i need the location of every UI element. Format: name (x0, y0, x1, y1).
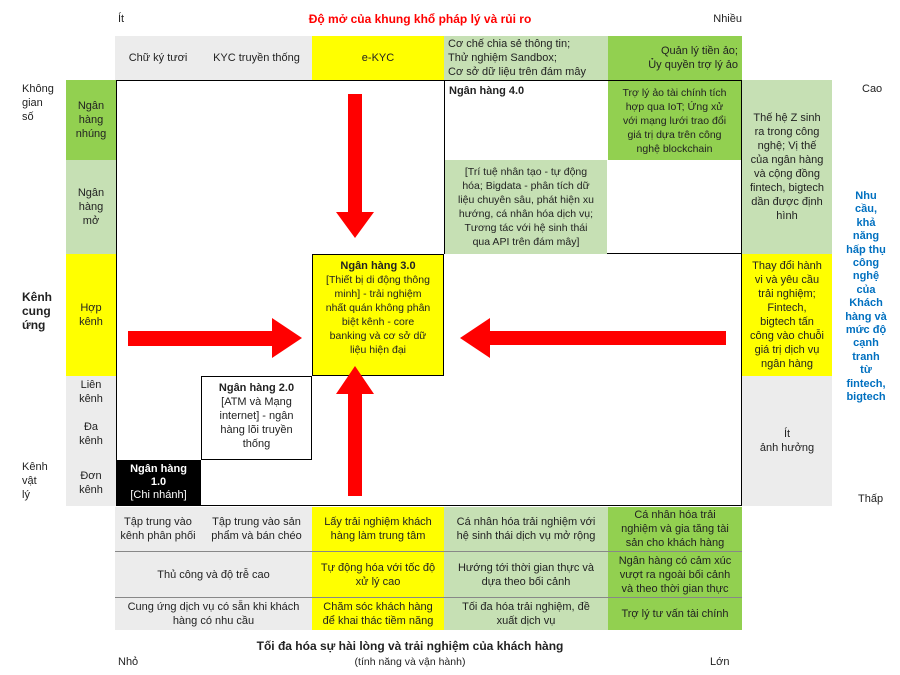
right-label-low: Thấp (858, 493, 884, 505)
bottom-right-label: Lớn (710, 656, 730, 668)
bottom-r1-cross-selling: Tập trung vào sản phẩm và bán chéo (201, 507, 312, 551)
top-right-label: Nhiều (713, 13, 742, 25)
bank-2-box: Ngân hàng 2.0 [ATM và Mạng internet] - n… (201, 376, 312, 460)
right-cell-behavior-change: Thay đổi hành vi và yêu cầu trải nghiệm;… (742, 254, 832, 376)
bottom-r3-customer-care: Chăm sóc khách hàng để khai thác tiềm nă… (312, 598, 444, 630)
top-left-label: Ít (118, 13, 125, 25)
main-grid-frame (116, 80, 742, 506)
top-cell-virtual-assets: Quản lý tiền ảo; Ủy quyền trợ lý ảo (608, 36, 742, 80)
arrow-down (336, 94, 374, 238)
left-axis-title: Kênh cung ứng (22, 290, 52, 332)
top-axis-title: Độ mở của khung khổ pháp lý và rủi ro (308, 12, 532, 26)
bottom-r1-customer-centric: Lấy trải nghiệm khách hàng làm trung tâm (312, 507, 444, 551)
left-label-physical: Kênh vật lý (22, 461, 48, 501)
bottom-row-divider-2 (115, 597, 742, 598)
bank-3-box: Ngân hàng 3.0 [Thiết bị di động thông mi… (312, 254, 444, 376)
top-cell-ekyc: e-KYC (312, 36, 444, 80)
right-cell-gen-z: Thế hệ Z sinh ra trong công nghệ; Vị thế… (742, 80, 832, 254)
left-cell-embedded: Ngân hàng nhúng (66, 80, 116, 160)
bank-4-title: Ngân hàng 4.0 (449, 85, 525, 97)
left-cell-open: Ngân hàng mở (66, 160, 116, 254)
left-cell-multichannel: Đa kênh (66, 408, 116, 460)
arrow-right (128, 318, 302, 358)
top-cell-sandbox: Cơ chế chia sẻ thông tin; Thử nghiệm San… (444, 36, 608, 80)
bank-4-iot-cell: Trợ lý ảo tài chính tích hợp qua IoT; Ứn… (608, 81, 741, 160)
arrow-left (460, 318, 726, 358)
bank-2-title: Ngân hàng 2.0 (218, 382, 295, 394)
bank-3-description: [Thiết bị di động thông minh] - trải ngh… (325, 274, 431, 356)
bottom-r3-financial-advisor: Trợ lý tư vấn tài chính (608, 598, 742, 630)
right-cell-little-impact: Ít ảnh hưởng (742, 376, 832, 506)
bottom-r1-distribution: Tập trung vào kênh phân phối (115, 507, 201, 551)
bottom-r3-on-demand: Cung ứng dịch vụ có sẵn khi khách hàng c… (115, 598, 312, 630)
top-cell-traditional-kyc: KYC truyền thống (201, 36, 312, 80)
bank-4-ai-cell: [Trí tuệ nhân tạo - tự động hóa; Bigdata… (445, 160, 607, 254)
bottom-r2-emotional-bank: Ngân hàng có cảm xúc vượt ra ngoài bối c… (608, 552, 742, 597)
left-cell-omnichannel: Hợp kênh (66, 254, 116, 376)
bank-2-description: [ATM và Mạng internet] - ngân hàng lõi t… (219, 396, 294, 450)
bottom-r2-realtime: Hướng tới thời gian thực và dựa theo bối… (444, 552, 608, 597)
arrow-up (336, 366, 374, 496)
left-cell-crosschannel: Liên kênh (66, 376, 116, 408)
right-label-high: Cao (862, 83, 883, 95)
bottom-r3-maximize-experience: Tối đa hóa trải nghiệm, đề xuất dịch vụ (444, 598, 608, 630)
bank-1-title: Ngân hàng 1.0 (130, 463, 187, 488)
left-cell-singlechannel: Đơn kênh (66, 460, 116, 506)
bottom-row-divider-1 (115, 551, 742, 552)
bottom-axis-subtitle: (tính năng và vận hành) (354, 656, 466, 668)
bank-1-description: [Chi nhánh] (130, 489, 187, 501)
top-cell-wet-signature: Chữ ký tươi (115, 36, 201, 80)
bottom-r2-manual: Thủ công và độ trễ cao (115, 552, 312, 597)
bottom-r2-automation: Tự động hóa với tốc độ xử lý cao (312, 552, 444, 597)
right-axis-title: Nhu cầu, khả năng hấp thụ công nghệ của … (845, 190, 887, 404)
left-label-digital-space: Không gian số (22, 83, 54, 123)
bottom-r1-personalization-assets: Cá nhân hóa trải nghiệm và gia tăng tài … (608, 507, 742, 551)
bank-3-title: Ngân hàng 3.0 (340, 260, 416, 272)
bottom-axis-title: Tối đa hóa sự hài lòng và trải nghiệm củ… (256, 639, 564, 653)
bank-1-box: Ngân hàng 1.0 [Chi nhánh] (116, 460, 201, 506)
bottom-r1-personalization-ecosystem: Cá nhân hóa trải nghiệm với hệ sinh thái… (444, 507, 608, 551)
bottom-left-label: Nhỏ (118, 656, 139, 668)
